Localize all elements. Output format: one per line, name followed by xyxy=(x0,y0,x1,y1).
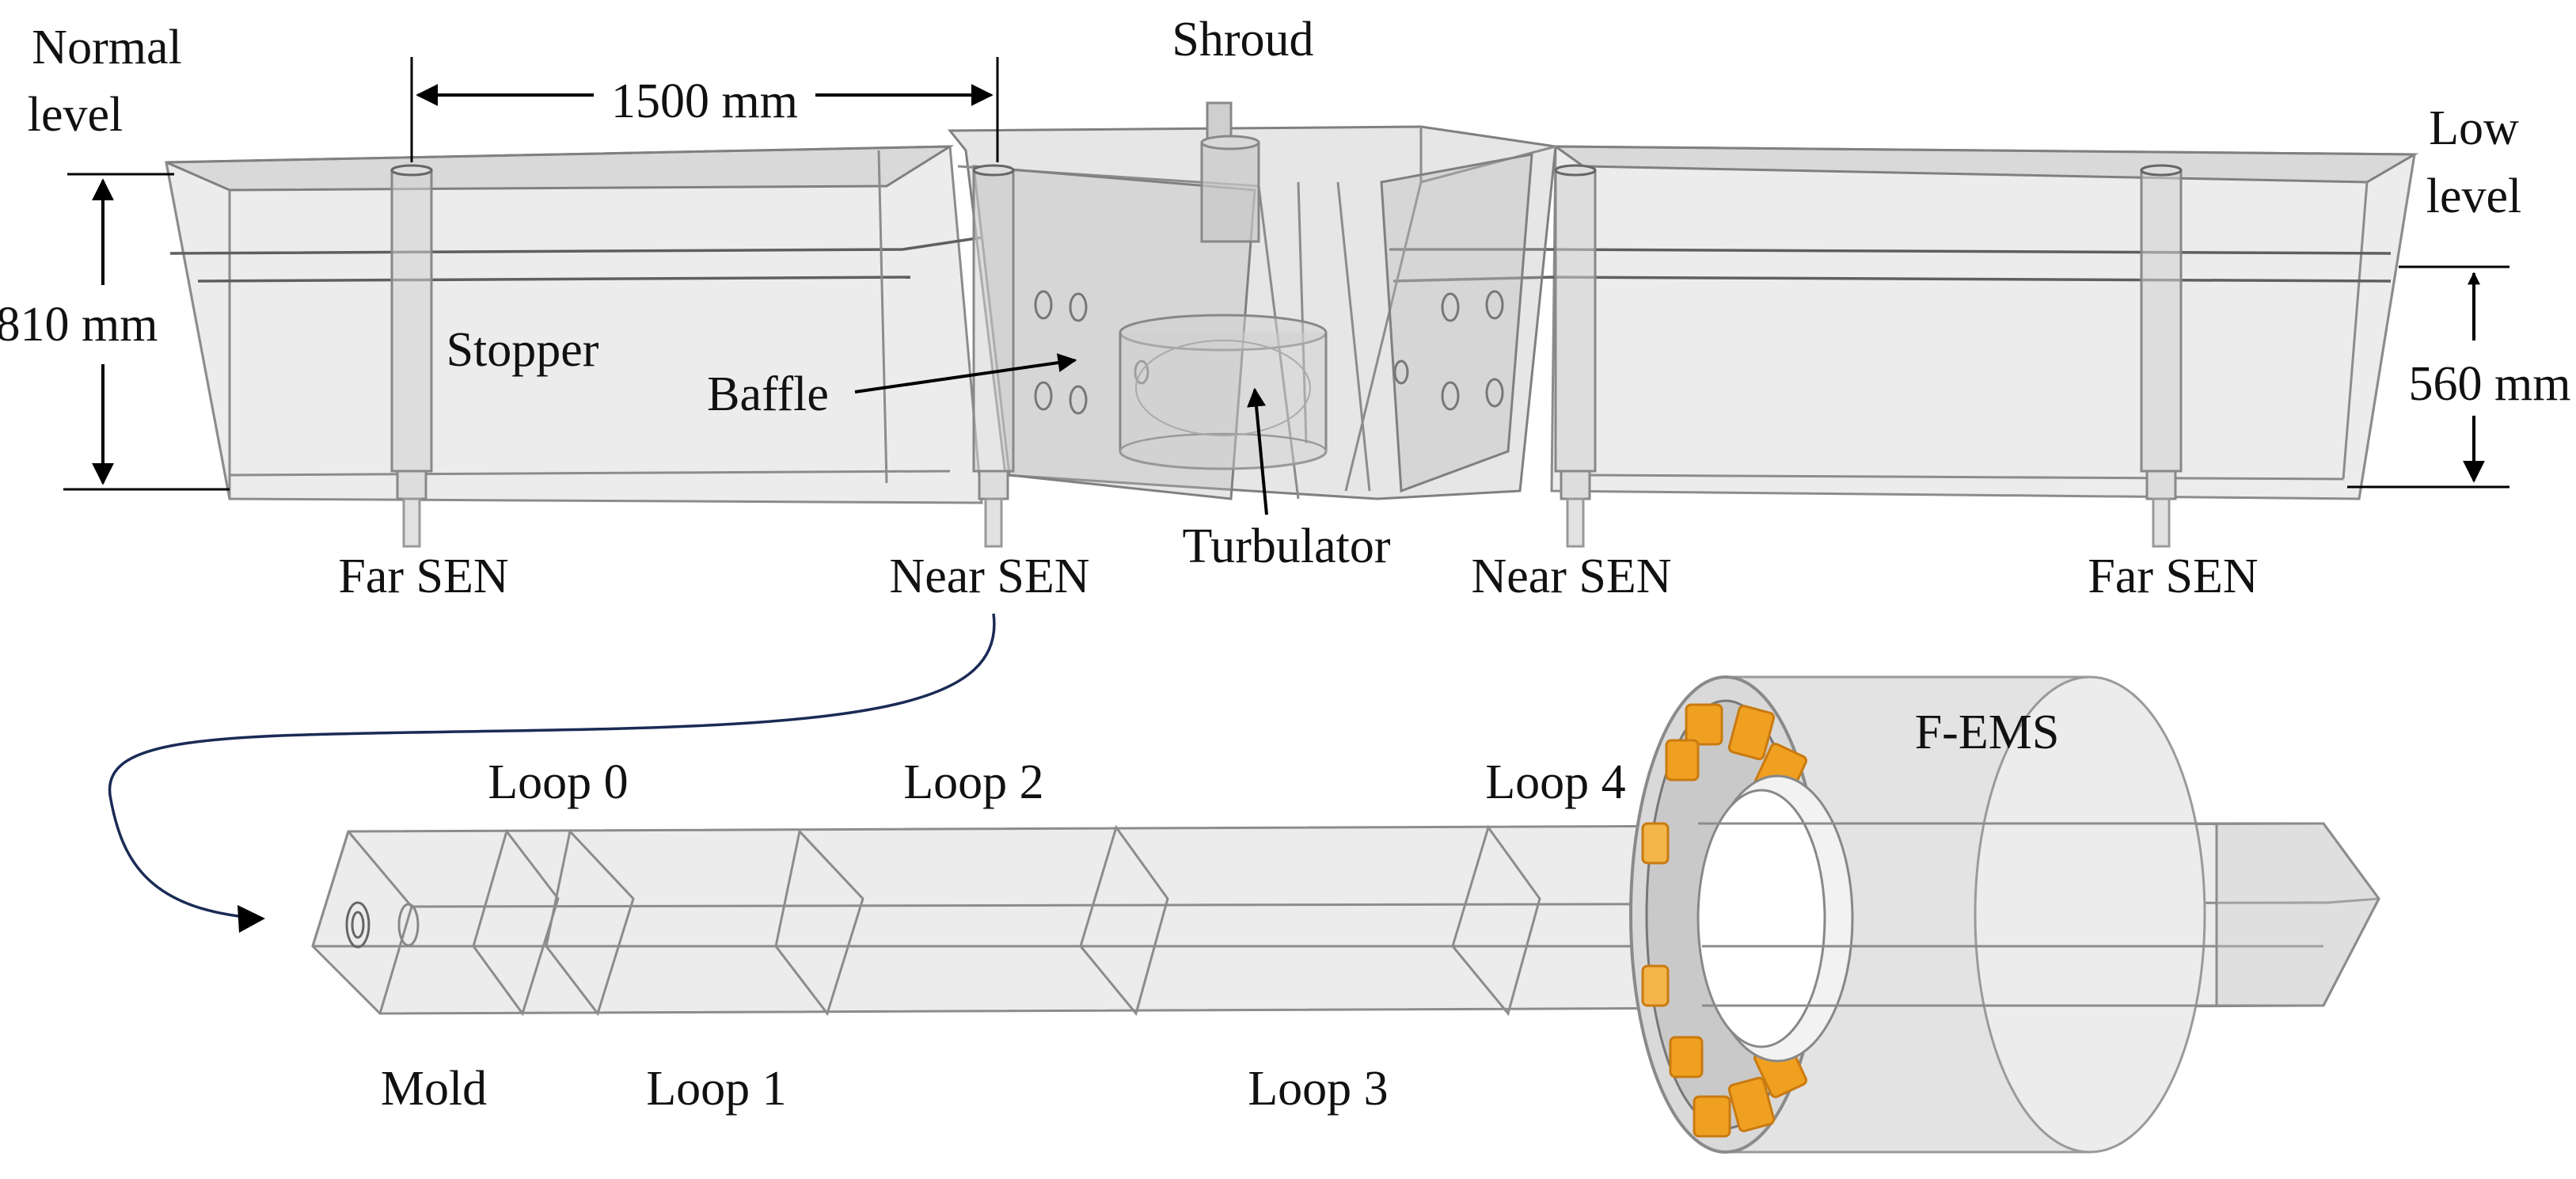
dimension-810: 810 mm xyxy=(0,173,230,491)
baffle-right xyxy=(1380,153,1533,493)
tundish-edge xyxy=(1582,474,2344,481)
normal-level-label-line1: Normal xyxy=(32,21,181,74)
connector-arrowhead xyxy=(237,905,265,933)
loop2-label: Loop 2 xyxy=(903,755,1043,809)
loop2-plane xyxy=(774,828,864,1017)
shroud xyxy=(1200,101,1260,243)
fems-stirrer xyxy=(1629,675,2217,1154)
loop1-label: Loop 1 xyxy=(646,1062,786,1116)
dimension-560: 560 mm xyxy=(2347,265,2571,489)
dim-810-label: 810 mm xyxy=(0,298,158,352)
tundish-right-body xyxy=(1550,145,2416,500)
strand-edge xyxy=(311,831,350,947)
near-sen-to-strand-connector xyxy=(108,613,996,920)
baffle-label: Baffle xyxy=(707,367,829,421)
low-level-label-line1: Low xyxy=(2429,101,2519,155)
loop0-plane xyxy=(472,828,560,1017)
tundish-left-wall xyxy=(165,145,955,192)
nozzle-outlet xyxy=(345,901,370,949)
turbulator-label: Turbulator xyxy=(1183,519,1391,573)
sen-far-left xyxy=(390,164,433,548)
baffle-pointer xyxy=(854,353,1077,394)
loop0-label: Loop 0 xyxy=(488,755,628,809)
sen-far-right xyxy=(2140,164,2183,548)
near-sen-left-label: Near SEN xyxy=(889,550,1089,603)
loop3-label: Loop 3 xyxy=(1248,1062,1388,1116)
tundish-edge xyxy=(165,162,231,500)
pour-box-edge xyxy=(1336,181,1371,492)
nozzle-outlet xyxy=(397,903,420,947)
strand-exit xyxy=(2215,822,2380,1007)
shroud-label: Shroud xyxy=(1172,13,1313,67)
tundish-edge xyxy=(2358,154,2416,500)
turbulator-pointer xyxy=(1247,387,1268,515)
nozzle-outlet xyxy=(351,911,365,939)
stopper-label: Stopper xyxy=(446,323,599,377)
tundish-edge xyxy=(2342,181,2369,480)
dimension-1500: 1500 mm xyxy=(410,57,999,162)
sen-near-right xyxy=(1554,164,1597,548)
loop4-label: Loop 4 xyxy=(1485,755,1625,809)
mold-label: Mold xyxy=(381,1062,487,1116)
low-level-label-line2: level xyxy=(2426,169,2522,223)
normal-level-label-line2: level xyxy=(28,88,123,142)
pour-box-edge xyxy=(877,150,888,484)
low-level-surface xyxy=(1389,248,2392,255)
turbulator xyxy=(1119,314,1328,470)
loop3-plane xyxy=(1079,824,1169,1017)
far-sen-left-label: Far SEN xyxy=(338,550,508,603)
loop4-plane xyxy=(1451,824,1541,1017)
loop1-plane xyxy=(545,828,635,1017)
pour-box-edge xyxy=(1297,181,1308,444)
strand-edge xyxy=(347,831,2380,908)
tundish xyxy=(165,101,2419,548)
fems-label: F-EMS xyxy=(1915,705,2060,759)
far-sen-right-label: Far SEN xyxy=(2088,550,2258,603)
dim-1500-label: 1500 mm xyxy=(611,74,798,128)
normal-level-surface xyxy=(197,276,911,283)
tundish-edge xyxy=(229,470,951,477)
sen-near-left xyxy=(972,164,1015,548)
pour-box-edge xyxy=(1420,145,1556,184)
dim-560-label: 560 mm xyxy=(2409,357,2571,411)
fems-bore-inner xyxy=(1696,789,1826,1048)
strand-edge xyxy=(378,906,413,1014)
low-level-surface xyxy=(1392,276,2392,283)
near-sen-right-label: Near SEN xyxy=(1471,550,1671,603)
baffle-holes xyxy=(1034,290,1504,415)
fems-back-face xyxy=(1974,675,2206,1154)
